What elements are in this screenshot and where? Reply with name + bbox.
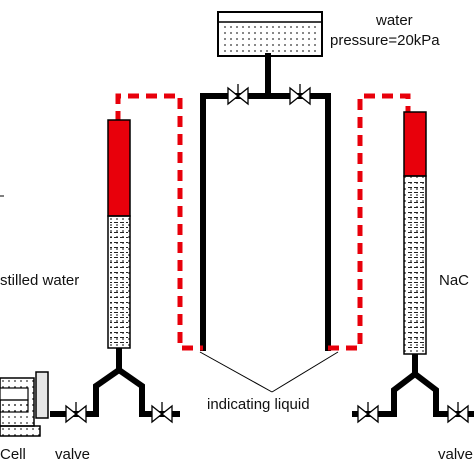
water-label: water	[376, 12, 413, 29]
water-tank-icon	[217, 11, 323, 57]
valve-icon[interactable]	[65, 402, 87, 424]
indicating-liquid-pointers	[199, 351, 339, 393]
pressure-label: pressure=20kPa	[330, 32, 440, 49]
center-pipe-system	[200, 53, 331, 351]
cell-label: Cell	[0, 446, 26, 463]
valve-label-right: valve	[438, 446, 474, 463]
indicating-liquid-label: indicating liquid	[207, 396, 310, 413]
left-bottom-pipes	[50, 348, 180, 417]
valve-icon[interactable]	[151, 402, 173, 424]
valve-icon[interactable]	[447, 402, 469, 424]
valve-icon[interactable]	[289, 84, 311, 106]
valve-label-left: valve	[55, 446, 91, 463]
left-measuring-tube	[107, 119, 131, 349]
right-measuring-tube	[403, 111, 427, 355]
distilled-water-label: stilled water	[0, 272, 80, 289]
cell-icon	[0, 371, 49, 437]
indicator-dashed-lines	[115, 93, 411, 351]
right-bottom-pipes	[352, 354, 474, 417]
nacl-label: NaC	[439, 272, 470, 289]
valve-icon[interactable]	[357, 402, 379, 424]
valve-icon[interactable]	[227, 84, 249, 106]
